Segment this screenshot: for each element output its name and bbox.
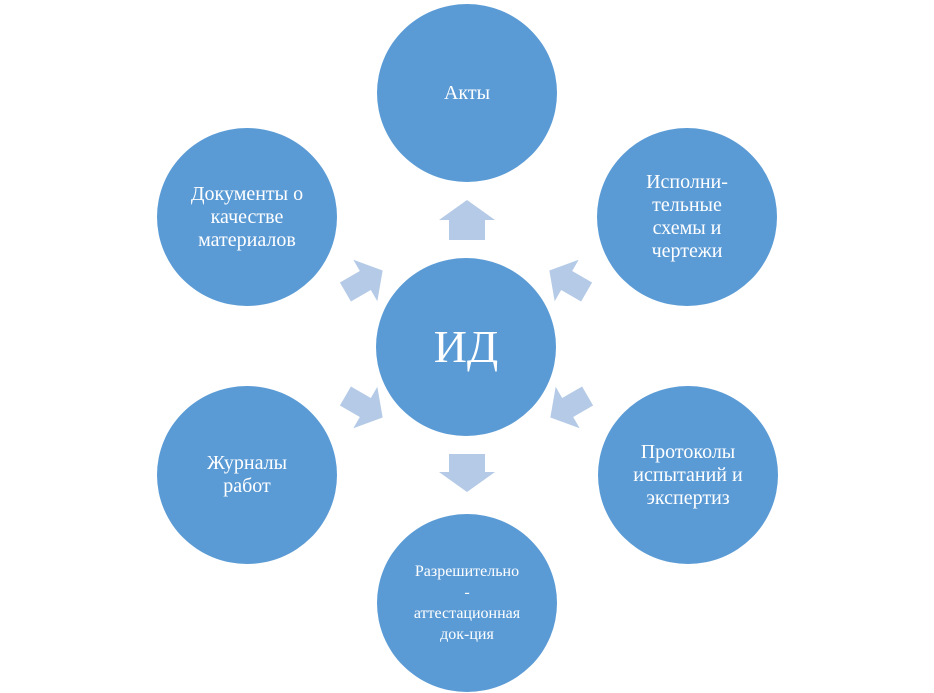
arrow-up xyxy=(439,200,495,240)
node-acts-label: Акты xyxy=(443,81,491,104)
node-quality-documents-label: Документы о качестве материалов xyxy=(190,182,304,251)
arrow-upper-right xyxy=(549,259,593,302)
node-executive-schemes: Исполни- тельные схемы и чертежи xyxy=(597,128,777,306)
arrow-down xyxy=(439,454,495,492)
arrow-lower-left xyxy=(339,386,383,429)
arrow-upper-left xyxy=(339,259,383,302)
node-work-journals-label: Журналы работ xyxy=(206,452,288,497)
node-executive-schemes-label: Исполни- тельные схемы и чертежи xyxy=(646,171,728,262)
node-permit-documentation: Разрешительно - аттестационная док-ция xyxy=(377,514,557,692)
node-work-journals: Журналы работ xyxy=(157,386,337,564)
arrow-lower-right xyxy=(550,386,594,429)
center-label: ИД xyxy=(433,321,499,372)
node-test-protocols-label: Протоколы испытаний и экспертиз xyxy=(633,440,743,509)
center-circle: ИД xyxy=(376,258,556,436)
node-acts: Акты xyxy=(377,4,557,182)
node-permit-documentation-label: Разрешительно - аттестационная док-ция xyxy=(413,563,521,643)
node-quality-documents: Документы о качестве материалов xyxy=(157,128,337,306)
node-test-protocols: Протоколы испытаний и экспертиз xyxy=(598,386,778,564)
